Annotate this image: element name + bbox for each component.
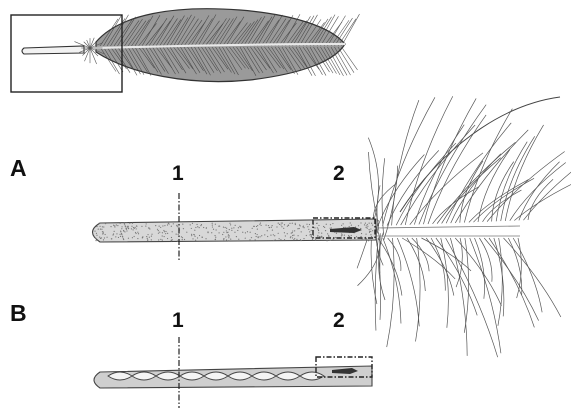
section-label-b2: 2 <box>333 310 345 331</box>
panel-a-rachis <box>375 226 520 228</box>
panel-b-drawing <box>94 337 372 408</box>
section-label-b1: 1 <box>172 310 184 331</box>
feather-overview <box>11 9 360 92</box>
panel-a-drawing <box>93 96 571 357</box>
section-label-a1: 1 <box>172 163 184 184</box>
panel-label-a: A <box>10 157 27 180</box>
section-label-a2: 2 <box>333 163 345 184</box>
feather-calamus <box>22 46 84 54</box>
panel-label-b: B <box>10 302 27 325</box>
